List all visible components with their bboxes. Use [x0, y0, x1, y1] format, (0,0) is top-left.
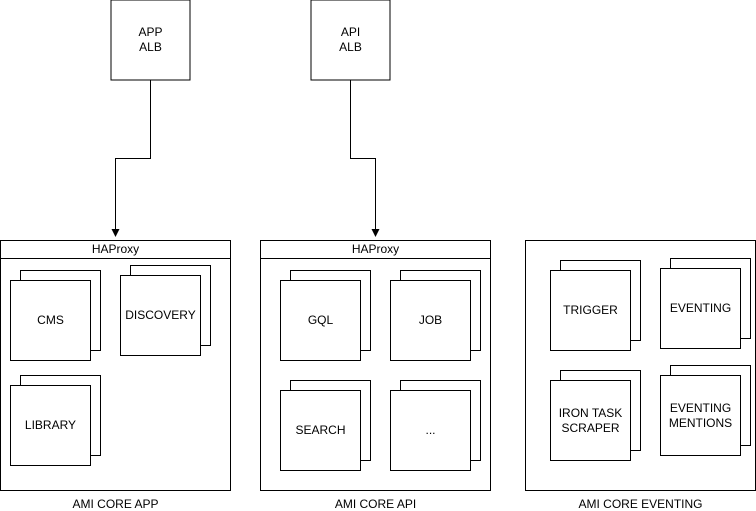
gql-stack-front	[280, 280, 361, 361]
ellipsis-stack-front	[390, 390, 471, 471]
service-label-iron-task-scraper: IRON TASK SCRAPER	[558, 405, 623, 435]
api-alb-connector	[350, 80, 380, 237]
search-stack-front	[280, 390, 361, 471]
job-stack-front	[390, 280, 471, 361]
app-haproxy-header: HAProxy	[91, 242, 140, 256]
service-label-job: JOB	[418, 313, 443, 327]
cms-stack-front	[10, 280, 91, 361]
service-label-gql: GQL	[307, 313, 334, 327]
api-alb-label: API ALB	[339, 25, 362, 54]
service-label-cms: CMS	[37, 313, 64, 327]
trigger-stack-front	[550, 270, 631, 351]
api-alb-box	[310, 0, 391, 81]
api-haproxy-header: HAProxy	[351, 242, 400, 256]
iron-task-scraper-stack-front	[550, 380, 631, 461]
api-group-caption: AMI CORE API	[334, 497, 417, 511]
service-label-eventing: EVENTING	[669, 301, 732, 315]
eventing-group-caption: AMI CORE EVENTING	[578, 497, 703, 511]
app-alb-box	[110, 0, 191, 81]
service-label-ellipsis: ...	[425, 423, 436, 437]
service-label-trigger: TRIGGER	[563, 303, 618, 317]
service-label-eventing-mentions: EVENTING MENTIONS	[668, 400, 733, 430]
app-alb-label: APP ALB	[138, 25, 163, 54]
app-group-caption: AMI CORE APP	[72, 497, 159, 511]
app-alb-connector	[111, 80, 151, 237]
eventing-stack-front	[660, 268, 741, 349]
discovery-stack-front	[120, 275, 201, 356]
eventing-mentions-stack-front	[660, 375, 741, 456]
library-stack-front	[10, 385, 91, 466]
service-label-search: SEARCH	[295, 423, 346, 437]
service-label-library: LIBRARY	[24, 418, 77, 432]
service-label-discovery: DISCOVERY	[125, 308, 196, 322]
